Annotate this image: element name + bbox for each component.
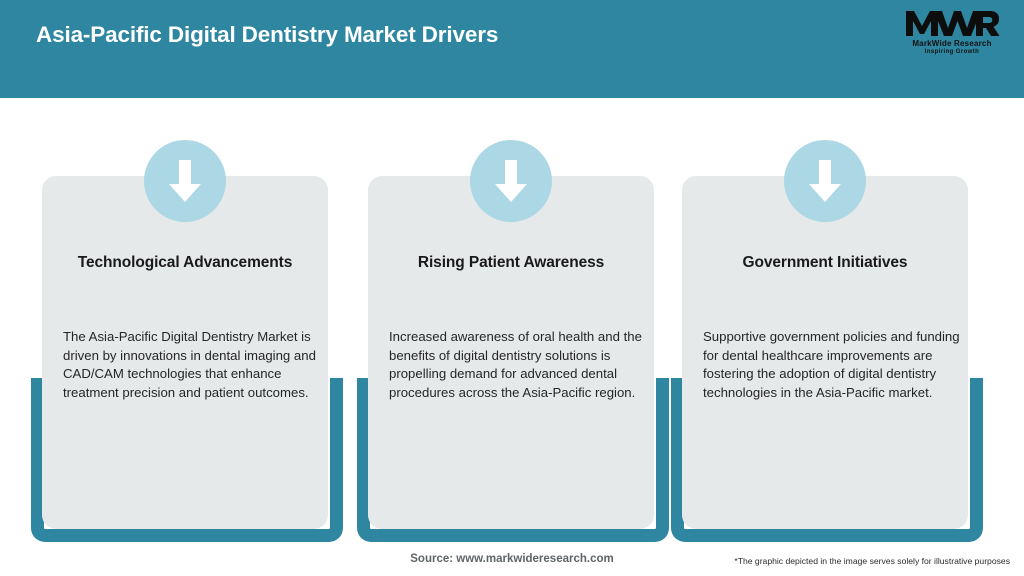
card-panel [682, 176, 968, 529]
card-body-text: Supportive government policies and fundi… [703, 329, 960, 400]
card-body-text: Increased awareness of oral health and t… [389, 329, 642, 400]
disclaimer-note: *The graphic depicted in the image serve… [734, 556, 1010, 566]
brand-logo: MarkWide Research Inspiring Growth [898, 8, 1006, 58]
card-title: Government Initiatives [742, 254, 908, 271]
arrow-down-icon [470, 140, 552, 222]
card-body-text: The Asia-Pacific Digital Dentistry Marke… [63, 329, 316, 400]
arrow-down-glyph [495, 160, 527, 202]
source-label: Source: www.markwideresearch.com [410, 553, 614, 565]
card-title: Rising Patient Awareness [417, 254, 605, 271]
arrow-down-icon [144, 140, 226, 222]
arrow-down-glyph [169, 160, 201, 202]
card-accent-bracket [31, 378, 343, 542]
header-bar: Asia-Pacific Digital Dentistry Market Dr… [0, 0, 1024, 98]
arrow-down-icon [784, 140, 866, 222]
logo-tagline: Inspiring Growth [924, 49, 980, 55]
card-accent-bracket [671, 378, 983, 542]
card-panel [42, 176, 328, 529]
mwr-logo-icon [906, 11, 1000, 36]
arrow-down-glyph [809, 160, 841, 202]
card-panel [368, 176, 654, 529]
card-title: Technological Advancements [77, 254, 293, 271]
page-title: Asia-Pacific Digital Dentistry Market Dr… [36, 22, 499, 47]
card-accent-bracket [357, 378, 669, 542]
logo-brand-name: MarkWide Research [912, 39, 992, 48]
